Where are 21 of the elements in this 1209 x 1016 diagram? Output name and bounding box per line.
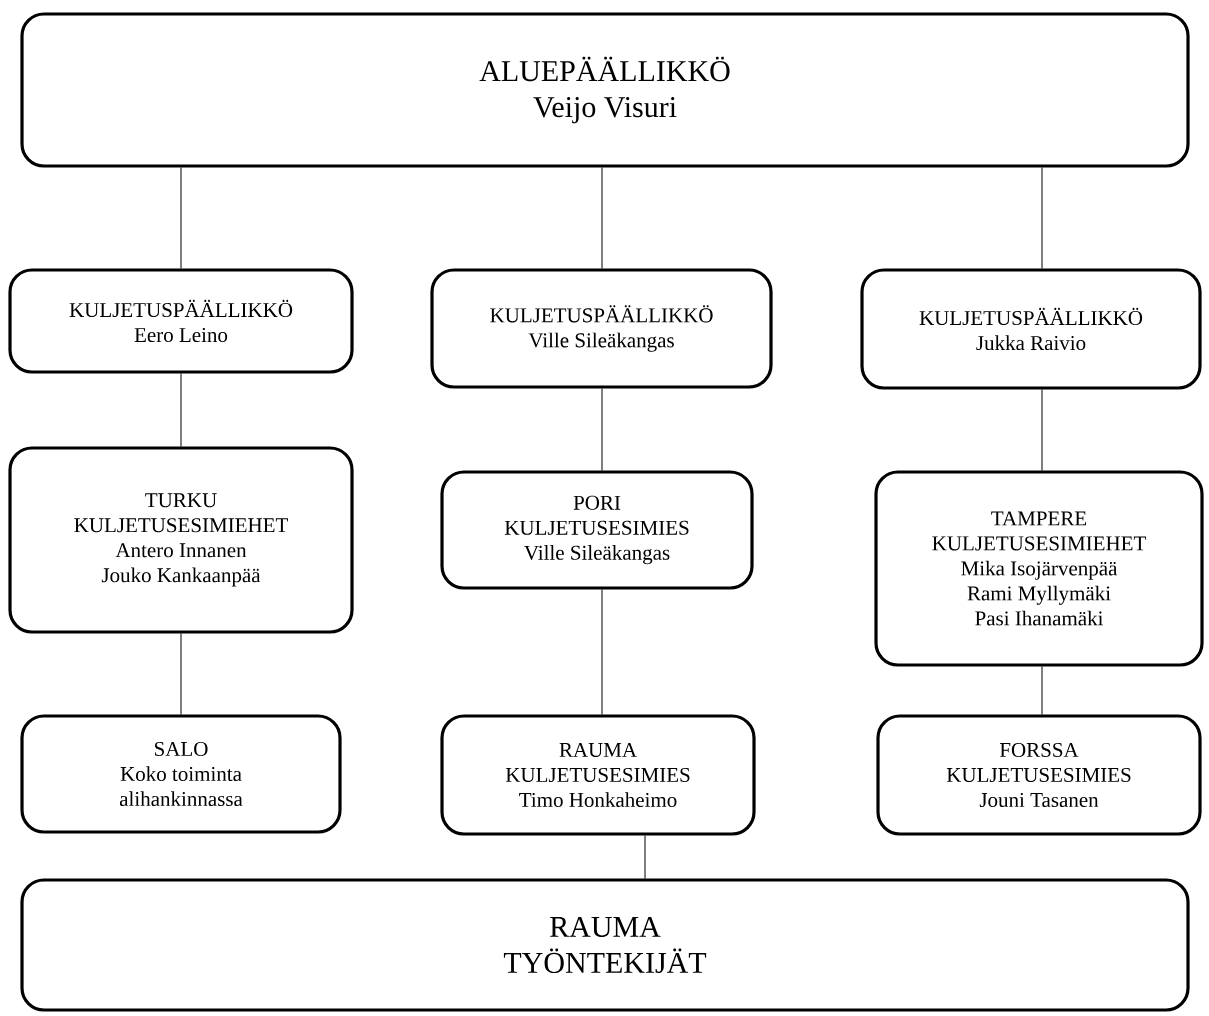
connector-line [1041,389,1043,471]
connector-line [180,633,182,715]
org-box: KULJETUSPÄÄLLIKKÖ Jukka Raivio [860,268,1202,390]
connector-line [644,835,646,879]
connector-line [1041,167,1043,269]
connector-line [180,373,182,447]
org-box: SALO Koko toiminta alihankinnassa [20,714,342,834]
org-box: KULJETUSPÄÄLLIKKÖ Ville Sileäkangas [430,268,773,389]
org-box: PORI KULJETUSESIMIES Ville Sileäkangas [440,470,754,590]
connector-line [1041,666,1043,715]
connector-line [180,167,182,269]
org-box: ALUEPÄÄLLIKKÖ Veijo Visuri [20,12,1190,168]
org-box: TAMPERE KULJETUSESIMIEHET Mika Isojärvenpää Rami Myllymäki Pasi Ihanamäki [874,470,1204,667]
connector-line [601,388,603,471]
connector-line [601,589,603,715]
org-box: KULJETUSPÄÄLLIKKÖ Eero Leino [8,268,354,374]
org-box: FORSSA KULJETUSESIMIES Jouni Tasanen [876,714,1202,836]
org-box: RAUMA TYÖNTEKIJÄT [20,878,1190,1012]
org-box: TURKU KULJETUSESIMIEHET Antero Innanen Jouko Kankaanpää [8,446,354,634]
connector-line [601,167,603,269]
org-box: RAUMA KULJETUSESIMIES Timo Honkaheimo [440,714,756,836]
